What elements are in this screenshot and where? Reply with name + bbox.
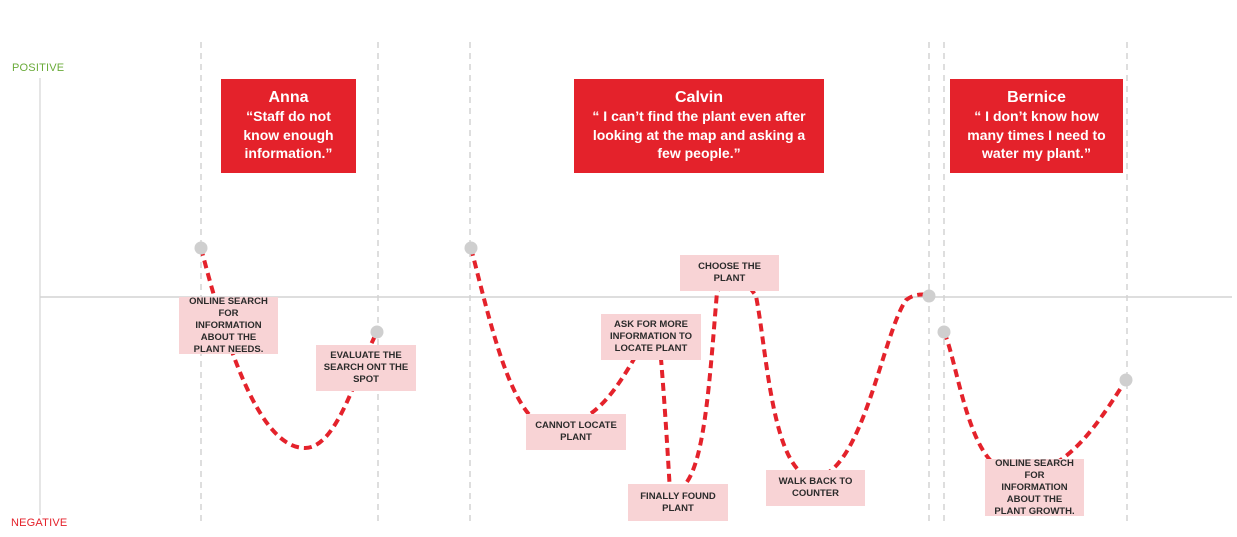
anna-start-point — [194, 241, 208, 255]
persona-quote: “Staff do not know enough information.” — [243, 108, 334, 161]
persona-name: Bernice — [1007, 89, 1066, 106]
bernice-end-point — [1119, 373, 1133, 387]
step-cannot-locate: CANNOT LOCATE PLANT — [526, 414, 626, 450]
negative-axis-label: NEGATIVE — [11, 517, 68, 529]
persona-name: Anna — [268, 89, 309, 106]
step-online-search-growth: ONLINE SEARCH FOR INFORMATION ABOUT THE … — [985, 458, 1084, 517]
step-finally-found: FINALLY FOUND PLANT — [628, 484, 728, 521]
step-walk-back: WALK BACK TO COUNTER — [766, 470, 865, 506]
persona-card-bernice: Bernice “ I don’t know how many times I … — [950, 79, 1123, 173]
phase-guides — [200, 42, 1128, 525]
step-online-search-needs: ONLINE SEARCH FOR INFORMATION ABOUT THE … — [179, 296, 278, 355]
persona-card-calvin: Calvin “ I can’t find the plant even aft… — [574, 79, 824, 173]
bernice-start-point — [937, 325, 951, 339]
positive-axis-label: POSITIVE — [12, 62, 65, 74]
calvin-start-point — [464, 241, 478, 255]
bernice-curve — [942, 331, 1128, 475]
calvin-end-point — [922, 289, 936, 303]
step-evaluate-search: EVALUATE THE SEARCH ONT THE SPOT — [316, 345, 416, 391]
persona-quote: “ I don’t know how many times I need to … — [967, 108, 1106, 161]
step-choose-plant: CHOOSE THE PLANT — [680, 255, 779, 291]
touchpoints — [194, 241, 1133, 387]
anna-end-point — [370, 325, 384, 339]
persona-card-anna: Anna “Staff do not know enough informati… — [221, 79, 356, 173]
persona-quote: “ I can’t find the plant even after look… — [592, 108, 806, 161]
persona-name: Calvin — [674, 89, 723, 106]
step-ask-for-information: ASK FOR MORE INFORMATION TO LOCATE PLANT — [601, 314, 701, 360]
